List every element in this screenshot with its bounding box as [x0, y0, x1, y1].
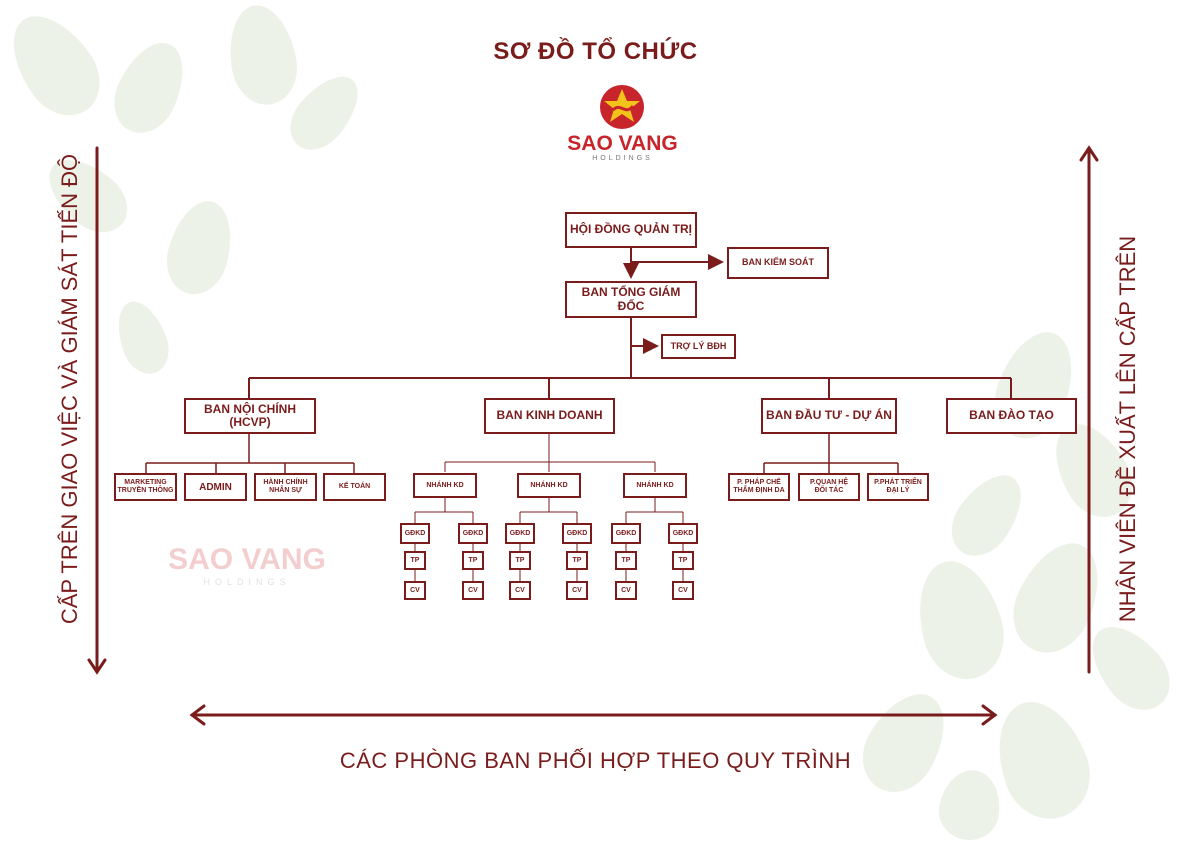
bottom-label: CÁC PHÒNG BAN PHỐI HỢP THEO QUY TRÌNH: [339, 748, 852, 773]
role-gdkd: GĐKD: [458, 523, 488, 544]
role-cv: CV: [672, 581, 694, 600]
page-title: SƠ ĐỒ TỔ CHỨC: [493, 38, 698, 65]
role-tp: TP: [462, 551, 484, 570]
dept-investment-box: BAN ĐẦU TƯ - DỰ ÁN: [761, 398, 897, 434]
branch-box: NHÁNH KD: [413, 473, 477, 498]
admin-unit-hr: HÀNH CHÍNH NHÂN SỰ: [254, 473, 317, 501]
role-tp: TP: [615, 551, 637, 570]
role-tp: TP: [404, 551, 426, 570]
assistant-box: TRỢ LÝ BĐH: [661, 334, 736, 359]
dept-admin-box: BAN NỘI CHÍNH (HCVP): [184, 398, 316, 434]
investment-unit-legal: P. PHÁP CHẾ THẨM ĐỊNH DA: [728, 473, 790, 501]
admin-unit-accounting: KẾ TOÁN: [323, 473, 386, 501]
branch-box: NHÁNH KD: [517, 473, 581, 498]
admin-unit-marketing: MARKETING TRUYỀN THÔNG: [114, 473, 177, 501]
role-cv: CV: [462, 581, 484, 600]
watermark-wordmark: SAO VANG: [168, 543, 326, 576]
board-box: HỘI ĐỒNG QUẢN TRỊ: [565, 212, 697, 248]
dept-business-box: BAN KINH DOANH: [484, 398, 615, 434]
logo-subtitle: HOLDINGS: [592, 155, 653, 162]
role-gdkd: GĐKD: [611, 523, 641, 544]
role-gdkd: GĐKD: [400, 523, 430, 544]
investment-unit-partners: P.QUAN HỆ ĐỐI TÁC: [798, 473, 860, 501]
role-cv: CV: [509, 581, 531, 600]
role-tp: TP: [672, 551, 694, 570]
role-gdkd: GĐKD: [505, 523, 535, 544]
star-emblem-icon: [600, 85, 644, 129]
control-box: BAN KIỂM SOÁT: [727, 247, 829, 279]
role-cv: CV: [615, 581, 637, 600]
side-label-left: CẤP TRÊN GIAO VIỆC VÀ GIÁM SÁT TIẾN ĐỘ: [57, 153, 82, 625]
dept-training-box: BAN ĐÀO TẠO: [946, 398, 1077, 434]
role-gdkd: GĐKD: [668, 523, 698, 544]
ceo-box: BAN TỔNG GIÁM ĐỐC: [565, 281, 697, 318]
watermark-logo: SAO VANG HOLDINGS: [152, 543, 342, 593]
company-logo: SAO VANG HOLDINGS: [555, 82, 690, 167]
admin-unit-admin: ADMIN: [184, 473, 247, 501]
side-label-right: NHÂN VIÊN ĐỀ XUẤT LÊN CẤP TRÊN: [1115, 235, 1140, 623]
investment-unit-agency: P.PHÁT TRIỂN ĐẠI LÝ: [867, 473, 929, 501]
role-gdkd: GĐKD: [562, 523, 592, 544]
watermark-subtitle: HOLDINGS: [203, 577, 291, 587]
role-tp: TP: [509, 551, 531, 570]
logo-wordmark: SAO VANG: [567, 132, 678, 155]
branch-box: NHÁNH KD: [623, 473, 687, 498]
role-cv: CV: [404, 581, 426, 600]
role-tp: TP: [566, 551, 588, 570]
role-cv: CV: [566, 581, 588, 600]
